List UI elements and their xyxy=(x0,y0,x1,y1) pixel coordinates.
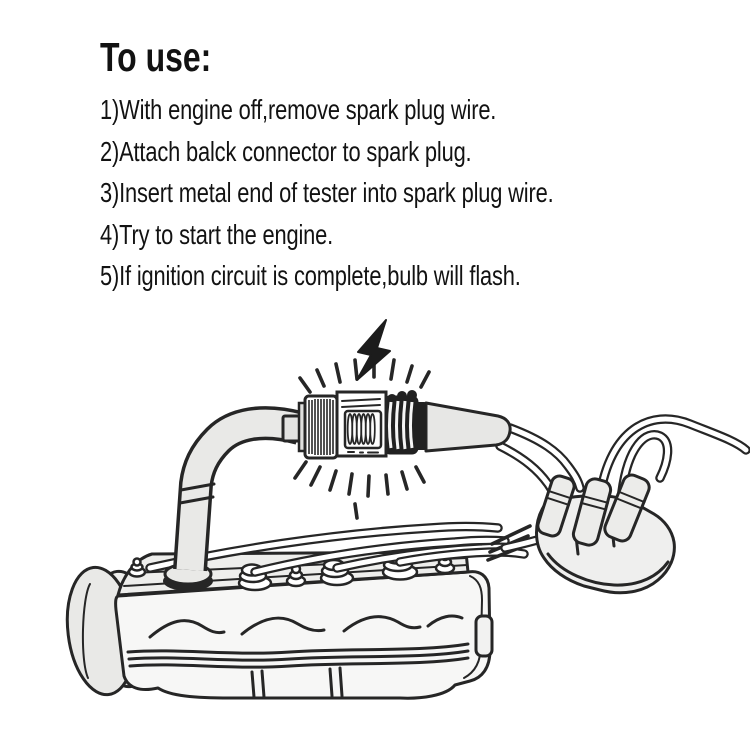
instruction-step-3: 3)Insert metal end of tester into spark … xyxy=(100,177,554,209)
engine-front-details xyxy=(126,575,494,699)
instruction-step-5: 5)If ignition circuit is complete,bulb w… xyxy=(100,260,521,292)
distributor-boots xyxy=(536,473,651,547)
tester-coil-window xyxy=(343,409,383,450)
instruction-steps: 1)With engine off,remove spark plug wire… xyxy=(100,89,681,297)
lightning-bolt-icon xyxy=(356,319,391,381)
instruction-step-4: 4)Try to start the engine. xyxy=(100,218,334,250)
instruction-step-1: 1)With engine off,remove spark plug wire… xyxy=(100,94,497,126)
tester-accordion xyxy=(383,390,426,455)
tester-body xyxy=(335,390,388,458)
engine-block xyxy=(65,521,532,700)
page-title: To use: xyxy=(100,34,212,80)
tester-wire-boot xyxy=(424,401,512,453)
tester-coil-filament xyxy=(346,413,376,445)
distributor-cap xyxy=(535,473,676,595)
engine-side-knob xyxy=(474,614,494,658)
instruction-step-2: 2)Attach balck connector to spark plug. xyxy=(100,135,472,167)
tester-to-plug-wire xyxy=(163,406,309,591)
usage-instructions: To use: 1)With engine off,remove spark p… xyxy=(100,34,681,297)
tester-usage-illustration xyxy=(0,300,750,750)
spark-plug-tester xyxy=(297,390,512,460)
tester-knurled-grip xyxy=(297,394,339,460)
